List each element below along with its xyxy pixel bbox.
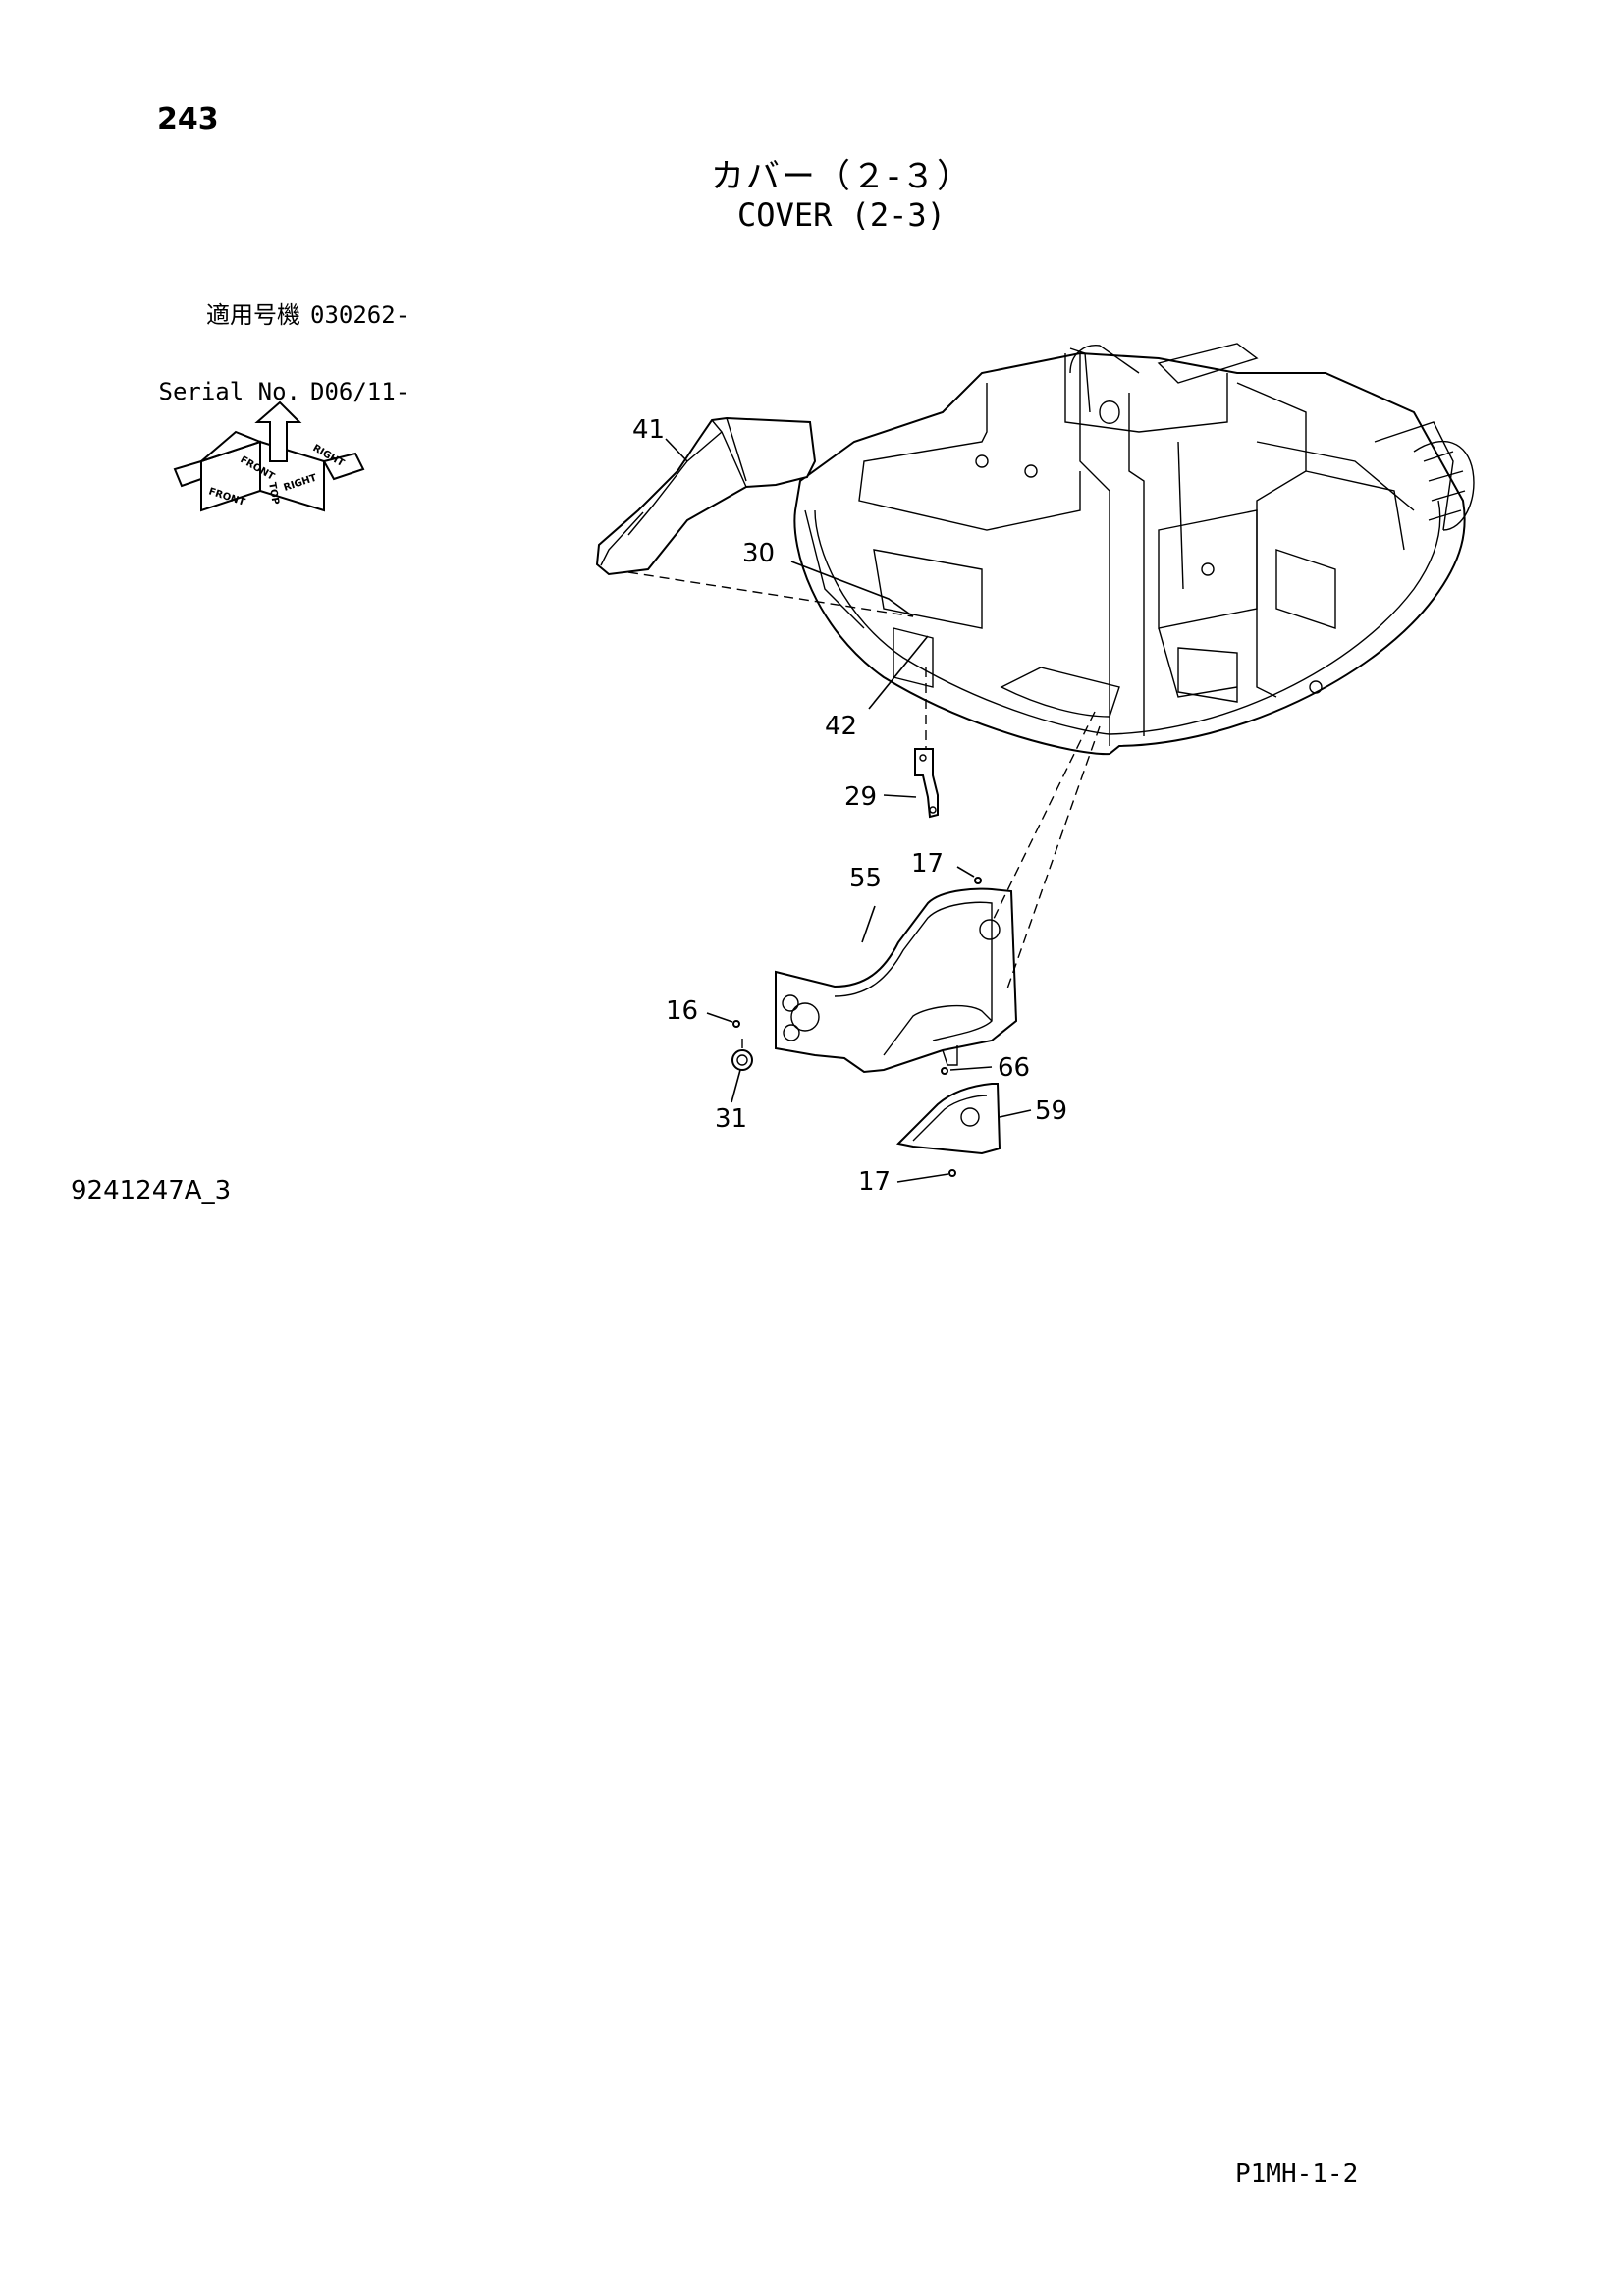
callout-55: 55 <box>849 864 882 893</box>
bolt-66 <box>941 1067 948 1075</box>
title-japanese: カバー（２-３） <box>710 157 973 196</box>
page-number: 243 <box>157 102 219 136</box>
callout-31: 31 <box>715 1104 747 1134</box>
callout-42: 42 <box>825 712 857 741</box>
callout-41: 41 <box>632 415 665 445</box>
bolt-17-lower <box>948 1169 956 1177</box>
upper-frame <box>793 343 1475 756</box>
part-29 <box>914 748 939 819</box>
callout-30: 30 <box>742 539 775 568</box>
orientation-label-top: TOP <box>266 482 281 506</box>
part-41 <box>595 416 817 576</box>
part-59 <box>895 1083 1001 1155</box>
callout-16: 16 <box>666 996 698 1026</box>
serial-info: 適用号機 030262- Serial No. D06/11- <box>157 251 410 430</box>
callout-17-lower: 17 <box>858 1167 891 1197</box>
bolt-16 <box>732 1020 740 1028</box>
title-english: COVER (2-3) <box>737 196 946 234</box>
drawing-code: 9241247A_3 <box>71 1176 232 1205</box>
page-code: P1MH-1-2 <box>1235 2160 1359 2189</box>
callout-59: 59 <box>1035 1096 1067 1126</box>
callout-66: 66 <box>998 1053 1030 1083</box>
serial-label-en: Serial No. <box>158 378 301 405</box>
bolt-17-upper <box>974 877 982 884</box>
serial-label-ja: 適用号機 <box>206 301 300 329</box>
callout-29: 29 <box>844 782 877 812</box>
orientation-cube-icon: FRONT TOP RIGHT FRONT RIGHT <box>173 400 365 512</box>
part-31 <box>731 1049 753 1071</box>
serial-value-ja: 030262- <box>310 301 410 329</box>
serial-value-en: D06/11- <box>310 378 410 405</box>
part-55 <box>775 887 1018 1074</box>
callout-17-upper: 17 <box>911 849 944 879</box>
